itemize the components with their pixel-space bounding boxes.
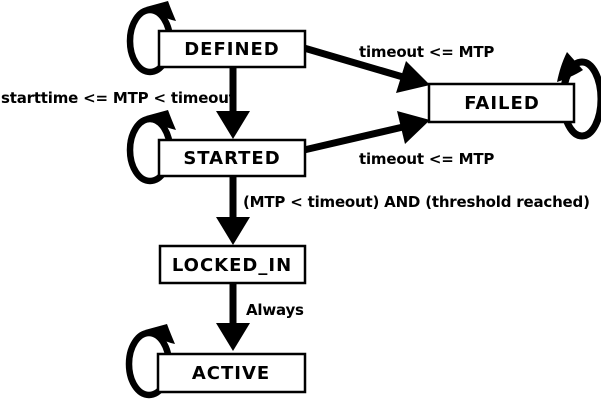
defined-self-loop-arrow-head [146,1,176,21]
started-state-label: STARTED [183,148,280,169]
locked-in-state-label: LOCKED_IN [172,255,292,276]
locked-in-to-active-arrow-head [216,323,250,351]
defined-state-box [157,29,307,69]
locked-in-to-active-label: Always [246,301,304,319]
defined-to-started-arrow-head [216,111,250,139]
failed-state-label: FAILED [464,93,540,114]
active-state-label: ACTIVE [192,363,270,384]
failed-self-loop-arrow-head [557,52,583,82]
defined-state-label: DEFINED [184,39,280,60]
active-self-loop-arrow-head [145,324,175,344]
started-state-box [157,138,307,178]
started-self-loop-arrow-head [146,110,176,130]
self-loop-arrowheads [145,1,583,344]
defined-to-started-label: starttime <= MTP < timeout [1,89,236,107]
started-to-locked-in-arrow-head [216,217,250,245]
started-to-failed-arrow-shaft [303,123,404,154]
started-to-locked-in-label: (MTP < timeout) AND (threshold reached) [243,193,590,211]
active-state-box [156,352,307,394]
defined-to-failed-arrow-head [396,61,430,93]
defined-to-failed-label: timeout <= MTP [359,43,494,61]
transition-arrows [216,44,430,351]
defined-to-failed-arrow-shaft [303,44,404,81]
started-to-failed-label: timeout <= MTP [359,150,494,168]
started-to-failed-arrow-head [397,111,430,144]
transition-labels: starttime <= MTP < timeout timeout <= MT… [1,43,590,319]
state-boxes: DEFINED STARTED FAILED LOCKED_IN ACTIVE [156,29,576,394]
failed-state-box [427,82,576,124]
locked-in-state-box [158,244,307,285]
